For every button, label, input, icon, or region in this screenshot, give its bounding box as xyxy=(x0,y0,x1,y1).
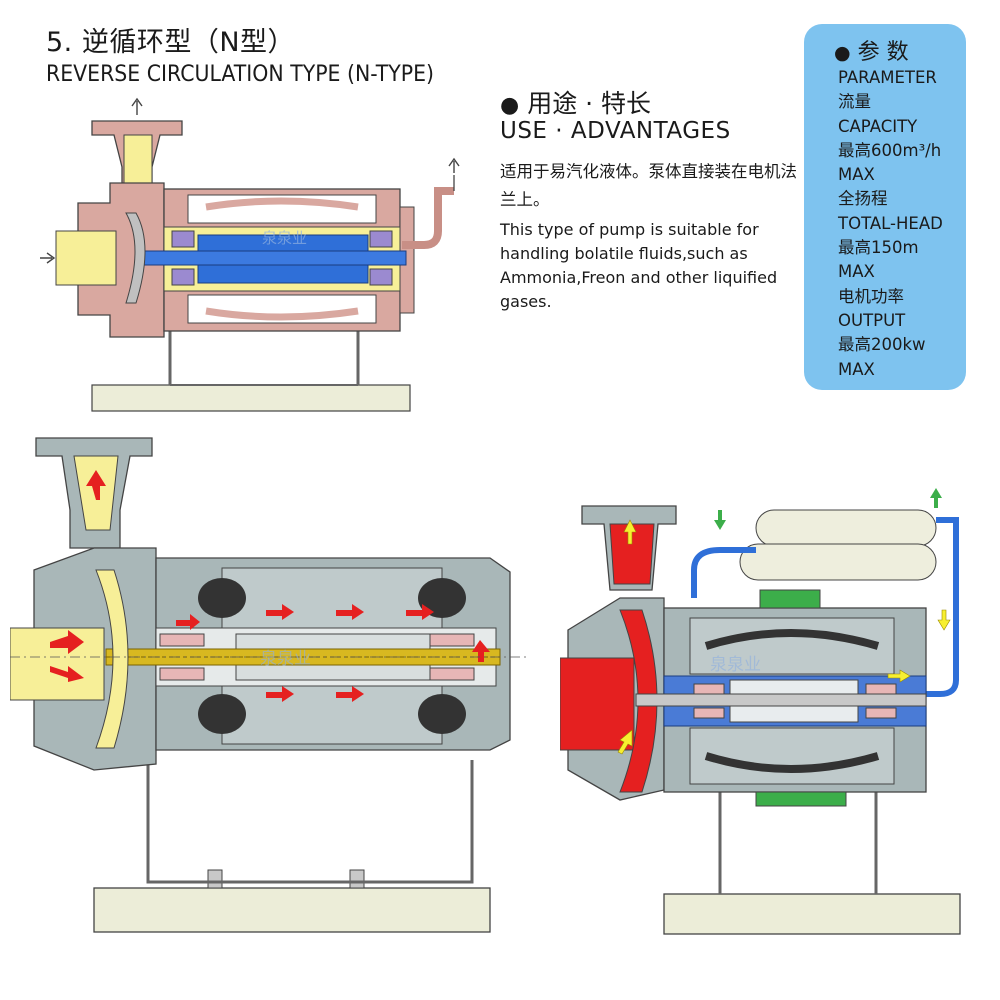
parameter-line: 流量 xyxy=(838,92,871,112)
use-heading-chinese: ● 用途 · 特长 xyxy=(500,84,651,120)
parameter-line: 全扬程 xyxy=(838,189,888,209)
use-heading-english: USE · ADVANTAGES xyxy=(500,118,731,144)
title-english: REVERSE CIRCULATION TYPE (N-TYPE) xyxy=(46,62,435,87)
title-chinese: 5. 逆循环型（N型） xyxy=(46,27,296,58)
parameter-line: OUTPUT xyxy=(838,310,906,330)
parameter-heading-text: 参 数 xyxy=(857,40,909,65)
parameter-line: MAX xyxy=(838,359,875,379)
description-english: This type of pump is suitable for handli… xyxy=(500,220,778,311)
diagram-bottom-right-pump: 泉泉业 xyxy=(560,488,961,935)
parameter-line: 最高150m xyxy=(838,238,919,258)
parameter-line: MAX xyxy=(838,262,875,282)
watermark-bottom-right: 泉泉业 xyxy=(710,655,761,675)
parameter-line: CAPACITY xyxy=(838,116,918,136)
parameter-line: 电机功率 xyxy=(838,286,904,306)
diagram-top-pump: 泉泉业 xyxy=(40,97,460,412)
parameter-line: MAX xyxy=(838,165,875,185)
bullet-icon: ● xyxy=(500,93,520,118)
watermark-bottom-left: 泉泉业 xyxy=(260,649,311,669)
parameter-line: PARAMETER xyxy=(838,68,937,87)
diagram-bottom-left-pump: 泉泉业 xyxy=(10,437,530,933)
bullet-icon: ● xyxy=(834,42,851,64)
watermark-top: 泉泉业 xyxy=(262,229,307,247)
use-heading-text: 用途 · 特长 xyxy=(527,89,652,118)
parameter-line: 最高200kw xyxy=(838,335,926,355)
parameter-heading: ● 参 数 xyxy=(834,34,909,66)
parameter-line: TOTAL-HEAD xyxy=(838,213,943,233)
parameter-line: 最高600m³/h xyxy=(838,140,942,160)
description-chinese: 适用于易汽化液体。泵体直接装在电机法兰上。 xyxy=(500,162,797,209)
